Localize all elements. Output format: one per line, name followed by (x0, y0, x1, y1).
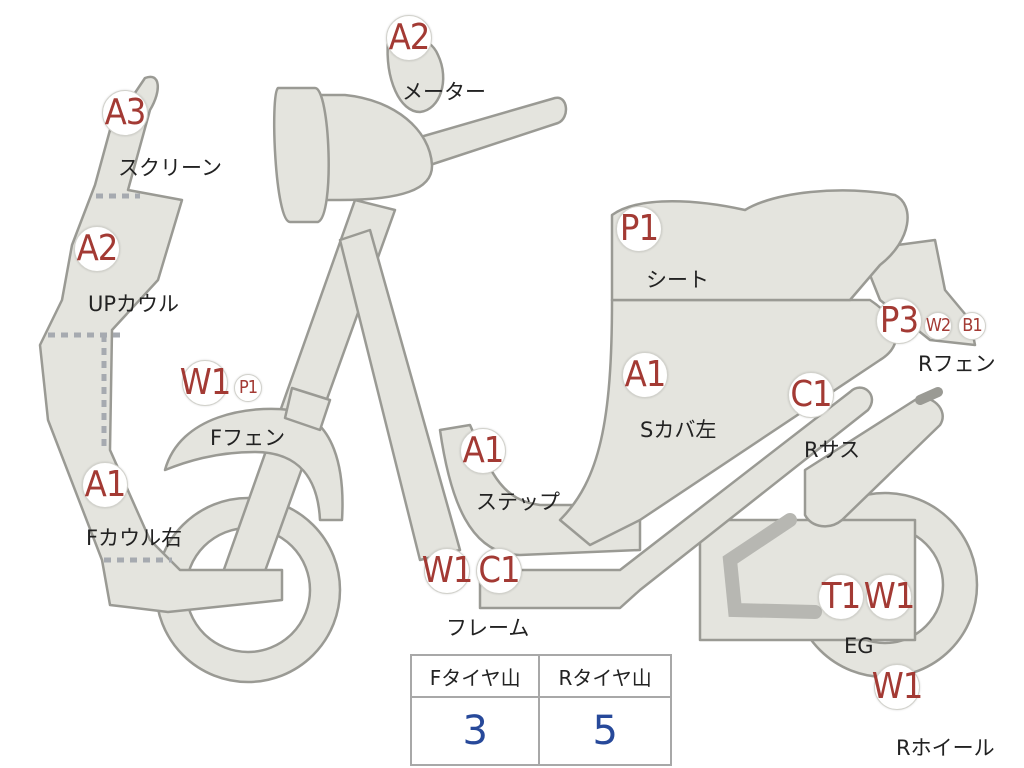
code-rear-fender-2: W2 (924, 312, 952, 340)
code-up-cowl: A2 (74, 226, 120, 272)
code-frame-1: W1 (422, 548, 473, 594)
code-seat: P1 (616, 206, 662, 252)
table-header-row: Fタイヤ山 Rタイヤ山 (409, 654, 672, 698)
code-rear-wheel: W1 (872, 664, 923, 710)
value-rear-tire-tread: 5 (538, 696, 672, 766)
label-frame: フレーム (446, 616, 530, 640)
front-fender-shape (163, 407, 344, 522)
code-screen: A3 (102, 90, 148, 136)
steering-column-shape (338, 228, 462, 562)
headlight-housing-shape (298, 93, 434, 202)
label-side-cover-left: Sカバ左 (640, 418, 717, 442)
code-side-cover-left: A1 (622, 352, 668, 398)
code-step: A1 (460, 428, 506, 474)
label-front-cowl-right: Fカウル右 (86, 526, 183, 550)
label-engine: EG (844, 634, 874, 658)
label-meter: メーター (402, 80, 486, 104)
code-rear-suspension: C1 (788, 372, 834, 418)
code-front-cowl-right: A1 (82, 462, 128, 508)
code-front-fender-2: P1 (234, 374, 262, 402)
code-rear-fender-1: P3 (876, 298, 922, 344)
code-front-fender-1: W1 (180, 360, 231, 406)
headlight-lens-shape (272, 86, 330, 224)
code-engine-2: W1 (864, 574, 915, 620)
header-front-tire-tread: Fタイヤ山 (409, 654, 541, 698)
label-seat: シート (646, 268, 709, 292)
label-up-cowl: UPカウル (88, 292, 180, 316)
tire-tread-table: Fタイヤ山 Rタイヤ山 3 5 (409, 654, 672, 766)
handlebar-shape (408, 96, 568, 167)
label-front-fender: Fフェン (210, 426, 286, 450)
label-step: ステップ (476, 490, 560, 514)
code-rear-fender-3: B1 (958, 312, 986, 340)
code-engine-1: T1 (818, 574, 864, 620)
label-rear-wheel: Rホイール (896, 736, 995, 760)
label-rear-suspension: Rサス (804, 438, 861, 462)
muffler-pipe-shape (722, 513, 822, 619)
label-rear-fender: Rフェン (918, 352, 996, 376)
fork-collar-shape (283, 386, 332, 432)
code-meter: A2 (386, 15, 432, 61)
value-front-tire-tread: 3 (409, 696, 541, 766)
label-screen: スクリーン (118, 156, 222, 180)
seat-shape (610, 189, 909, 302)
suspension-knob-shape (915, 387, 943, 405)
table-value-row: 3 5 (409, 696, 672, 766)
code-frame-2: C1 (476, 548, 522, 594)
header-rear-tire-tread: Rタイヤ山 (538, 654, 672, 698)
